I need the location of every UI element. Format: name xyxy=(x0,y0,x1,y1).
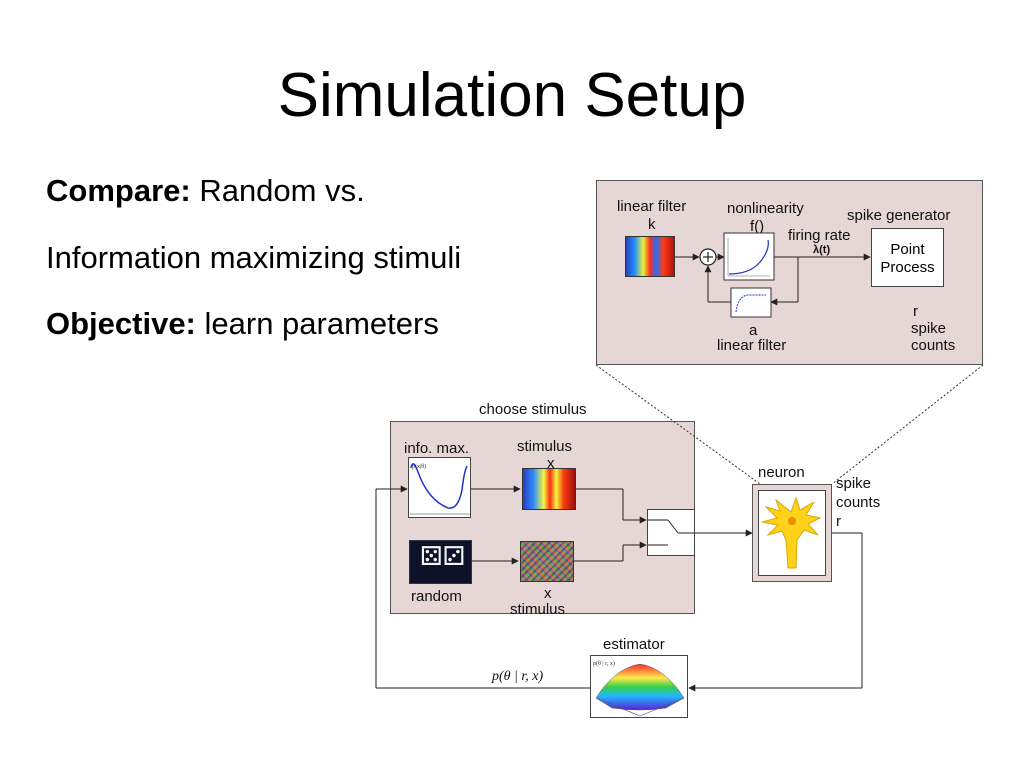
svg-text:p(θ | r, x): p(θ | r, x) xyxy=(593,660,615,667)
bullet-compare-label: Compare: xyxy=(46,173,191,208)
random-dice-image xyxy=(409,540,472,584)
label-firing-rate: firing rate xyxy=(788,227,851,244)
dice-icon: ⚄⚂ xyxy=(420,541,466,571)
label-stimulus-top: stimulus xyxy=(517,438,573,455)
bullet-info-max-text: Information maximizing stimuli xyxy=(46,240,462,275)
bullet-objective-text: learn parameters xyxy=(195,306,439,341)
label-lambda: λ(t) xyxy=(813,244,831,256)
label-x-bottom: x xyxy=(544,585,552,602)
neuron-icon xyxy=(761,496,822,569)
label-linear-filter-a: linear filter xyxy=(717,337,787,354)
bullet-compare-text: Random vs. xyxy=(190,173,365,208)
bullet-compare: Compare: Random vs. xyxy=(46,172,365,210)
label-info-max: info. max. xyxy=(404,440,470,457)
bullet-objective: Objective: learn parameters xyxy=(46,305,439,343)
linear-filter-k-image xyxy=(625,236,675,277)
info-max-plot xyxy=(408,457,471,518)
label-r: r xyxy=(913,303,918,320)
label-estimator: estimator xyxy=(603,636,665,653)
stimulus-image-infomax xyxy=(522,468,576,510)
bullet-info-max: Information maximizing stimuli xyxy=(46,239,461,277)
point-process-box: Point Process xyxy=(871,228,944,287)
label-spike-counts-r: spike counts r xyxy=(836,475,881,530)
label-random: random xyxy=(411,588,462,605)
bullet-objective-label: Objective: xyxy=(46,306,196,341)
label-k-symbol: k xyxy=(648,216,656,233)
label-stimulus-bottom: stimulus xyxy=(510,601,566,618)
label-a-symbol: a xyxy=(749,322,758,339)
label-linear-filter-k: linear filter xyxy=(617,198,687,215)
label-spike-counts-top: spike counts xyxy=(911,320,956,354)
label-nonlinearity: nonlinearity xyxy=(727,200,804,217)
slide-title: Simulation Setup xyxy=(277,61,747,130)
label-choose-stimulus: choose stimulus xyxy=(479,401,587,418)
label-point-process: Point Process xyxy=(880,241,935,276)
label-posterior: p(θ | r, x) xyxy=(492,669,544,684)
label-x-top: x xyxy=(547,455,555,472)
svg-text:p(x|θ): p(x|θ) xyxy=(412,463,426,470)
label-spike-generator: spike generator xyxy=(847,207,951,224)
stimulus-image-random xyxy=(520,541,574,582)
label-neuron: neuron xyxy=(758,464,805,481)
label-f-symbol: f() xyxy=(750,218,765,235)
